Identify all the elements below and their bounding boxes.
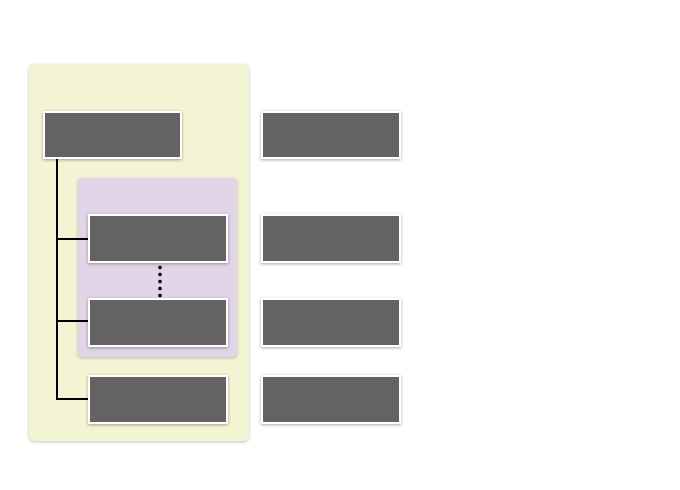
root-node [43, 111, 182, 159]
right-node [261, 111, 401, 159]
tree-connector-branch [56, 320, 88, 322]
tree-connector-branch [56, 398, 88, 400]
child-node-outside-group [88, 375, 228, 424]
ellipsis-dotted-connector [158, 264, 162, 298]
tree-connector-vertical [56, 158, 58, 400]
right-node [261, 214, 401, 263]
right-node [261, 298, 401, 347]
child-node-first [88, 214, 228, 263]
tree-connector-branch [56, 238, 88, 240]
child-node-last-in-group [88, 298, 228, 347]
right-node [261, 375, 401, 424]
